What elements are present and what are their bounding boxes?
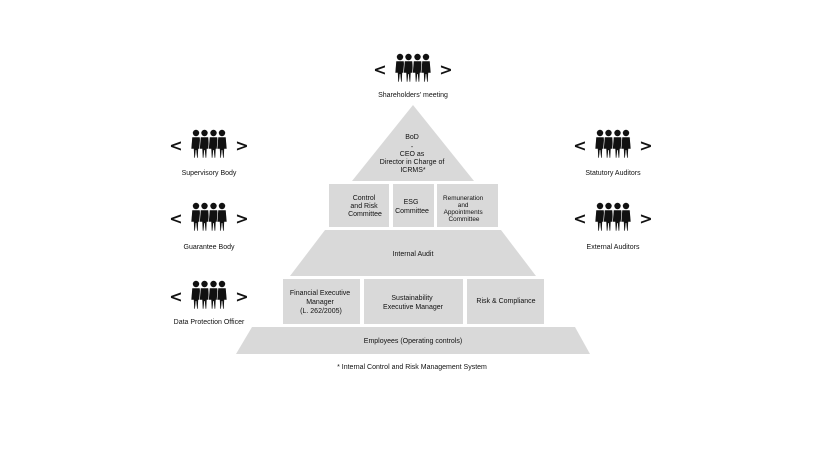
body-supervisory: Supervisory Body <box>169 130 248 177</box>
manager-financial-line-1: Financial Executive <box>290 290 350 297</box>
committee-esg-line-1: ESG <box>404 199 419 206</box>
tier-committee-control <box>329 184 389 227</box>
committee-rem-line-2: and <box>458 202 469 209</box>
committee-control-line-3: Committee <box>348 211 382 218</box>
footnote: * Internal Control and Risk Management S… <box>337 364 487 371</box>
tier-committee-remuneration <box>437 184 498 227</box>
committee-rem-line-4: Committee <box>449 216 480 223</box>
top-line-4: Director in Charge of <box>380 159 445 166</box>
committee-rem-line-1: Remuneration <box>443 195 484 202</box>
manager-risk-text: Risk & Compliance <box>476 298 535 305</box>
manager-financial-line-3: (L. 262/2005) <box>300 308 342 315</box>
body-shareholders: Shareholders' meeting <box>373 54 452 99</box>
top-line-1: BoD <box>405 134 419 141</box>
manager-sustainability-line-2: Executive Manager <box>383 304 444 311</box>
dpo-label: Data Protection Officer <box>174 319 245 326</box>
external-auditors-label: External Auditors <box>587 244 640 251</box>
people-group-icon <box>169 203 248 231</box>
committee-control-line-1: Control <box>353 195 376 202</box>
manager-sustainability-text: Sustainability Executive Manager <box>383 295 444 311</box>
top-line-3: CEO as <box>400 151 425 158</box>
manager-sustainability-line-1: Sustainability <box>391 295 433 302</box>
shareholders-label: Shareholders' meeting <box>378 92 448 99</box>
committee-esg-line-2: Committee <box>395 208 429 215</box>
top-tier-text: BoD - CEO as Director in Charge of ICRMS… <box>380 134 447 174</box>
guarantee-body-label: Guarantee Body <box>184 244 235 251</box>
committee-esg-text: ESG Committee <box>395 199 429 215</box>
statutory-auditors-label: Statutory Auditors <box>585 170 641 177</box>
manager-financial-line-2: Manager <box>306 299 334 306</box>
top-line-2: - <box>411 144 414 151</box>
people-group-icon <box>573 130 652 158</box>
manager-risk-line-1: Risk & Compliance <box>476 298 535 305</box>
people-group-icon <box>373 54 452 82</box>
people-group-icon <box>169 130 248 158</box>
committee-control-text: Control and Risk Committee <box>348 195 382 218</box>
body-dpo: Data Protection Officer <box>169 281 248 326</box>
top-line-5: ICRMS* <box>400 167 426 174</box>
tier-manager-financial <box>283 279 360 324</box>
body-external-auditors: External Auditors <box>573 203 652 251</box>
people-group-icon <box>169 281 248 309</box>
body-guarantee: Guarantee Body <box>169 203 248 251</box>
committee-rem-line-3: Appointments <box>444 209 483 216</box>
tier-manager-sustainability <box>364 279 463 324</box>
tier-committee-esg <box>393 184 434 227</box>
tier-employees <box>236 327 590 354</box>
body-statutory-auditors: Statutory Auditors <box>573 130 652 177</box>
internal-audit-label: Internal Audit <box>393 251 434 258</box>
committee-remuneration-text: Remuneration and Appointments Committee <box>443 195 485 223</box>
tier-internal-audit <box>290 230 536 276</box>
tier-manager-risk <box>467 279 544 324</box>
employees-label: Employees (Operating controls) <box>364 338 462 345</box>
tier-top <box>352 105 474 181</box>
pyramid <box>236 105 590 354</box>
supervisory-body-label: Supervisory Body <box>182 170 237 177</box>
manager-financial-text: Financial Executive Manager (L. 262/2005… <box>290 290 352 315</box>
people-group-icon <box>573 203 652 231</box>
committee-control-line-2: and Risk <box>350 203 378 210</box>
